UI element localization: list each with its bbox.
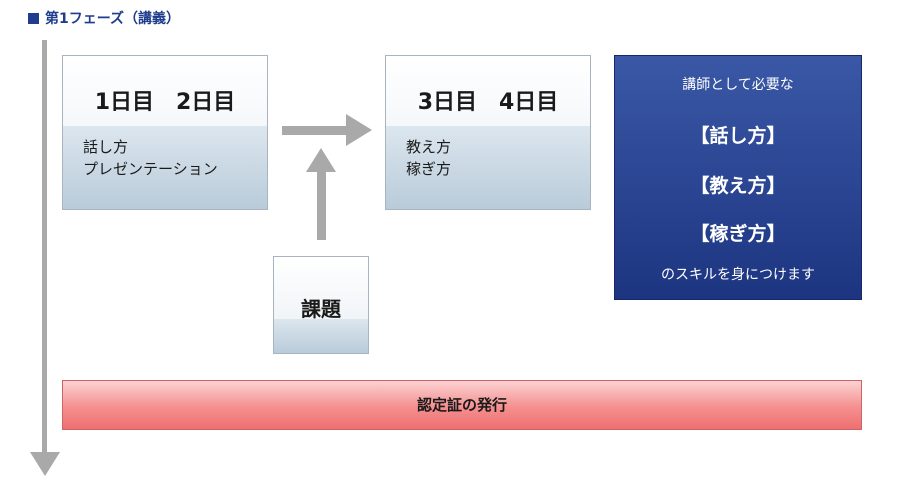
assignment-band	[274, 319, 368, 353]
arrow-right-shaft	[282, 126, 348, 135]
certificate-bar: 認定証の発行	[62, 380, 862, 430]
arrow-up-shaft	[317, 170, 326, 240]
phase-heading-text: 第1フェーズ（講義）	[45, 11, 181, 27]
summary-skill: 【話し方】	[690, 125, 786, 147]
days-block-2-band	[386, 126, 590, 209]
days-block-1-band	[63, 126, 267, 209]
summary-skill: 【教え方】	[690, 175, 786, 197]
assignment-label: 課題	[301, 297, 341, 321]
days-block-1-line: 話し方	[83, 138, 129, 156]
square-bullet-icon	[28, 12, 39, 24]
timeline-arrow-down-icon	[30, 452, 60, 476]
phase-heading: 第1フェーズ（講義）	[28, 8, 180, 28]
days-block-1: 1日目 2日目 話し方 プレゼンテーション	[62, 55, 268, 210]
days-block-1-body: 話し方 プレゼンテーション	[83, 136, 218, 180]
summary-intro: 講師として必要な	[682, 77, 794, 93]
days-block-2: 3日目 4日目 教え方 稼ぎ方	[385, 55, 591, 210]
assignment-block: 課題	[273, 256, 369, 354]
days-block-1-line: プレゼンテーション	[83, 160, 218, 178]
days-block-2-line: 教え方	[406, 138, 452, 156]
summary-outro: のスキルを身につけます	[661, 267, 815, 283]
skills-summary-panel: 講師として必要な 【話し方】 【教え方】 【稼ぎ方】 のスキルを身につけます	[614, 55, 862, 300]
days-block-2-body: 教え方 稼ぎ方	[406, 136, 451, 180]
timeline-line	[42, 40, 47, 455]
arrow-right-icon	[346, 114, 372, 146]
arrow-up-icon	[306, 148, 336, 172]
summary-skill: 【稼ぎ方】	[690, 223, 786, 245]
days-block-2-line: 稼ぎ方	[406, 160, 452, 178]
days-block-2-title: 3日目 4日目	[417, 90, 559, 115]
days-block-1-title: 1日目 2日目	[94, 90, 236, 115]
